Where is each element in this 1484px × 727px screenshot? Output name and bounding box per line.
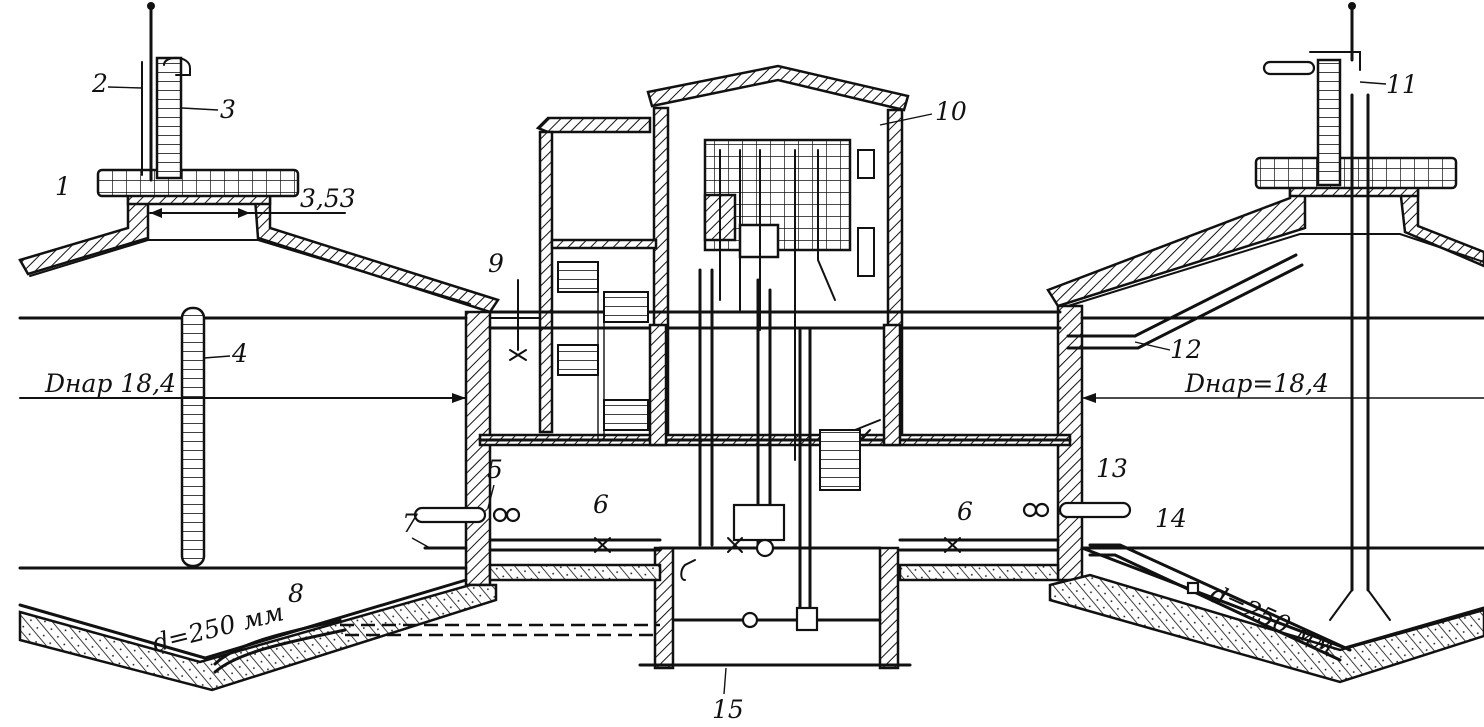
hatch-width-dimension: 3,53 — [300, 184, 356, 213]
label-2: 2 — [91, 69, 108, 98]
label-13: 13 — [1096, 454, 1128, 483]
label-6b: 6 — [957, 497, 973, 526]
label-12: 12 — [1170, 335, 1202, 364]
right-tank-diameter: Dнар=18,4 — [1184, 369, 1329, 398]
right-tank — [1022, 2, 1484, 684]
label-6a: 6 — [593, 490, 609, 519]
label-4: 4 — [231, 339, 248, 368]
left-tank-diameter: Dнар 18,4 — [44, 369, 176, 398]
pump-house — [340, 64, 1072, 670]
label-1: 1 — [55, 172, 71, 201]
label-5: 5 — [487, 455, 503, 484]
label-3: 3 — [220, 95, 236, 124]
label-9: 9 — [488, 249, 504, 278]
label-7: 7 — [402, 509, 418, 538]
stairs — [557, 261, 881, 491]
label-11: 11 — [1386, 70, 1418, 99]
label-15: 15 — [712, 695, 744, 724]
left-tank — [18, 2, 500, 692]
label-14: 14 — [1155, 504, 1187, 533]
label-10: 10 — [935, 97, 967, 126]
label-8: 8 — [288, 579, 304, 608]
